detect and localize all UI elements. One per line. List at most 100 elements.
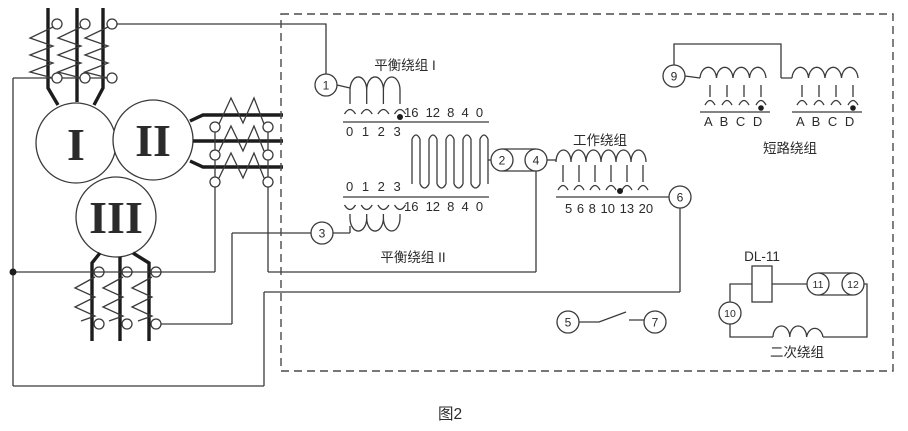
ct-zigzag [73,276,154,322]
middle-winding-bottom-arcs [419,183,481,189]
middle-winding-turns [411,139,489,184]
ct-terminal [121,318,133,330]
relay-element-box [751,265,773,303]
terminal-2-circle [490,148,514,172]
wire-coil-to-12 [823,283,868,338]
short-circuit-coil-right [791,66,859,79]
middle-winding-top-arcs [411,134,489,140]
terminal-3-circle [310,221,334,245]
winding-entry-wire [336,84,351,89]
terminal-12-number: 12 [847,279,859,291]
bus-to-terminal-4 [267,171,537,273]
wire-10-to-secondary-coil [729,324,773,338]
coil-tap-arcs [343,108,407,115]
terminal-7-number: 7 [652,316,659,330]
wire-to-terminal-1 [117,23,327,74]
polarity-dot [617,188,623,194]
wire-to-terminal-3 [161,232,311,325]
transformer-winding-III-circle [75,176,157,258]
terminal-12-circle [841,272,865,296]
balance-winding-1-coil [349,76,401,91]
polarity-dot [758,105,764,111]
polarity-dot [850,105,856,111]
lower-tap-numbers-right: 16 12 8 4 0 [404,199,483,214]
coil-tap-arcs [343,204,407,211]
relay-boundary-box [280,13,894,372]
terminal-6-number: 6 [677,191,684,205]
ct-terminal [150,318,162,330]
short-circuit-taps-left: A B C D [704,114,762,129]
work-winding-tap-numbers: 5 6 8 10 13 20 [565,201,653,216]
wire-9-to-coil [684,75,701,79]
ct-group-bottom [73,251,162,341]
upper-tap-numbers-right: 16 12 8 4 0 [404,105,483,120]
ct-terminal [262,121,274,133]
ct-terminal [262,149,274,161]
work-winding-label: 工作绕组 [573,133,627,148]
interconnect-wiring [9,23,681,387]
secondary-winding-coil [772,325,824,338]
terminal-1-circle [314,73,338,97]
short-circuit-winding: 9 A B C D A B C D 短路绕组 [662,43,862,156]
jumper-over-coils [673,43,792,79]
lower-tap-numbers-left: 0 1 2 3 [346,179,401,194]
junction-dot [9,268,17,276]
short-circuit-winding-label: 短路绕组 [763,141,817,156]
coil-tap-stems [349,90,401,104]
terminal-2-4-block: 2 4 [490,148,556,172]
transformer-winding-I-label: I [67,119,85,170]
ct-terminal [106,18,118,30]
terminal-3-number: 3 [319,227,326,241]
wire-relay-to-10 [729,283,752,302]
relay-model-label: DL-11 [744,249,780,264]
short-circuit-taps-right: A B C D [796,114,854,129]
terminal-11-circle [806,272,830,296]
middle-tapped-winding: 0 1 2 3 16 12 8 4 0 [343,134,491,214]
balance-winding-1-label: 平衡绕组 I [374,58,436,73]
secondary-winding-label: 二次绕组 [770,345,824,360]
figure-caption: 图2 [438,406,462,423]
terminal-11-number: 11 [813,279,824,291]
ct-terminal [106,72,118,84]
terminal-5-number: 5 [565,316,572,330]
terminal-1-number: 1 [323,79,330,93]
stadium-outline [818,272,853,296]
terminal-6-circle [668,185,692,209]
coil-tap-arcs [704,99,767,106]
coil-tap-arcs [796,99,859,106]
terminal-7-circle [643,310,667,334]
dl11-relay-block: DL-11 10 11 12 二次绕组 [718,249,868,360]
ct-terminal [51,72,63,84]
ct-terminal [79,72,91,84]
bus-to-left-ct-column [13,187,216,273]
ct-group-top [13,8,118,106]
coil-tap-stems [801,85,854,97]
ct-terminal [209,176,221,188]
transformer-winding-III-label: III [89,192,143,243]
terminal-10-number: 10 [724,308,736,320]
ct-zigzag [27,26,110,79]
transformer-symbol: I II III [35,99,194,258]
work-winding-coil [555,149,647,163]
polarity-dot [397,114,403,120]
coil-tap-arcs [557,184,649,191]
balance-winding-2-coil [349,217,401,232]
transformer-winding-II-label: II [135,115,171,166]
ct-terminal [93,318,105,330]
terminal-4-number: 4 [533,154,540,168]
terminal-2-number: 2 [499,154,506,168]
work-winding: 工作绕组 5 6 8 10 13 20 6 [555,133,692,216]
short-circuit-coil-left [699,66,767,79]
bottom-return-to-terminal-6 [13,208,681,387]
coil-tap-stems [349,214,401,218]
ct-group-right [189,96,283,188]
ct-primary-lead [46,8,105,106]
ct-terminal [209,149,221,161]
contact-5-7: 5 7 [556,310,667,334]
balance-winding-2: 平衡绕组 II [333,204,446,265]
ct-terminal [51,18,63,30]
upper-tap-numbers-left: 0 1 2 3 [346,124,401,139]
switch-blade [579,311,644,323]
